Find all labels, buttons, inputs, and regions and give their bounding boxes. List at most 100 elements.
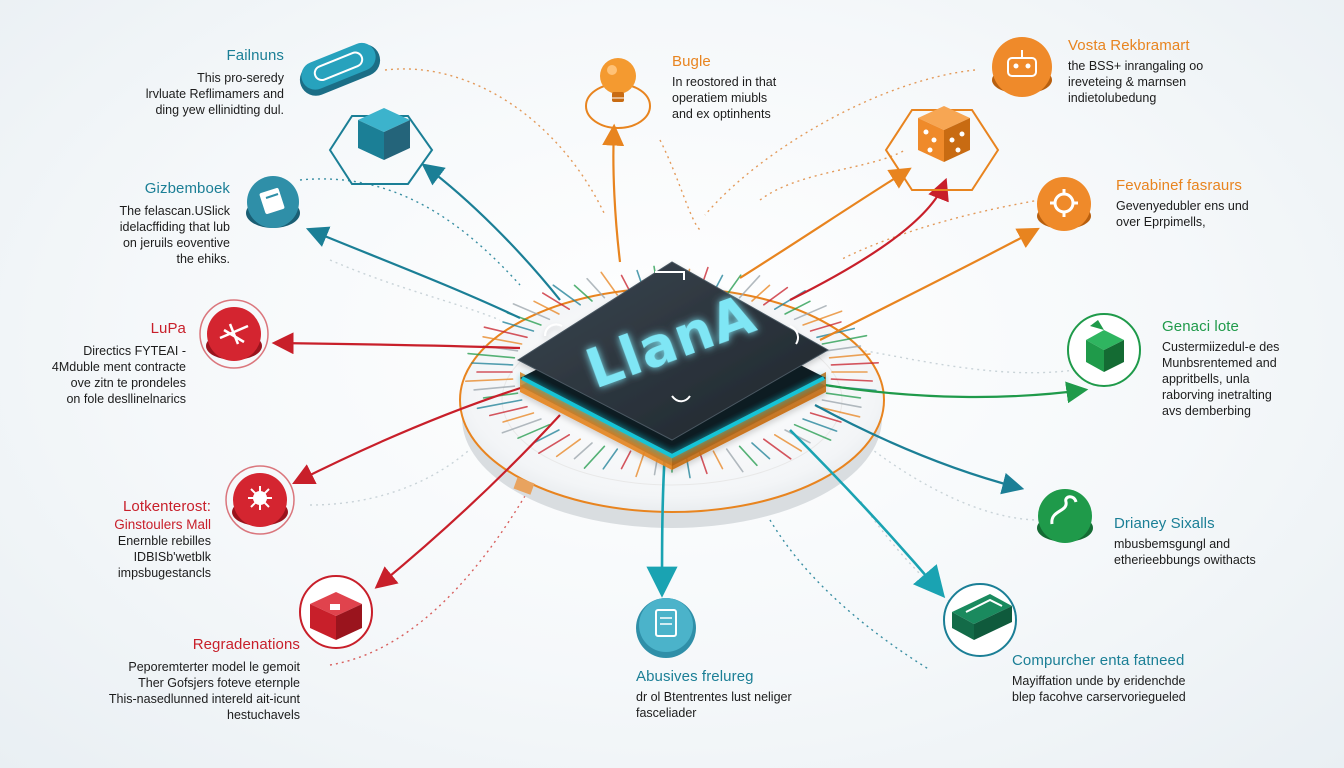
circuit-trace [751,284,771,302]
node-title: Bugle [672,53,711,70]
circuit-trace [586,277,606,299]
node-line: lrvluate Reflimamers and [145,87,284,101]
circuit-trace [552,284,582,306]
circuit-trace [573,442,593,460]
node-title: Lotkenterost: [122,498,211,515]
cube-icon [328,108,434,185]
node-title: LuPa [150,320,186,337]
arrow-to-box [374,414,561,589]
node-title: Gizbemboek [144,180,230,197]
node-line: the ehiks. [176,252,230,266]
llana-chip: LlanA [516,261,830,470]
node-title: Fevabinef fasraurs [1116,177,1243,194]
circuit-trace [467,352,516,359]
node-line: 4Mduble ment contracte [51,360,186,374]
node-line: ding yew ellinidting dul. [155,103,284,117]
node-line: The felascan.USlick [119,204,230,218]
circuit-trace [751,442,771,460]
node-abusives: Abusives frelureg dr ol Btentrentes lust… [636,668,876,721]
circuit-trace [482,335,523,345]
node-title: Genaci lote [1162,318,1239,335]
circuit-trace [473,385,516,391]
circuit-trace [635,451,646,478]
node-fevabinef: Fevabinef fasraurs Gevenyedubler ens und… [1116,177,1326,230]
node-line: Directics FYTEAI - [83,344,186,358]
node-lotkenterost: Lotkenterost: Ginstoulers Mall Enernble … [11,498,211,581]
node-line: Peporemterter model le gemoit [128,660,300,674]
dice-icon [884,106,1000,191]
circuit-trace [725,274,742,296]
node-line: indietolubedung [1068,91,1157,105]
node-line: impsbugestancls [117,566,211,580]
node-title: Failnuns [226,47,284,64]
gear-icon [1037,177,1091,231]
package-icon [1067,313,1141,387]
node-line: Gevenyedubler ens und [1116,199,1249,213]
circuit-trace [483,326,528,339]
circuit-trace [573,284,593,302]
circuit-trace [816,405,861,418]
node-regradenations: Regradenations Peporemterter model le ge… [20,636,300,723]
box-icon [299,575,373,649]
document-icon [636,598,696,658]
node-line: over Eprpimells, [1116,215,1206,229]
circuit-trace [802,418,838,432]
book-icon [246,176,300,228]
circuit-trace [821,334,868,345]
node-line: and ex optinhents [672,107,771,121]
circuit-trace [809,321,842,332]
circuit-trace [620,450,632,470]
node-lupa: LuPa Directics FYTEAI - 4Mduble ment con… [0,320,186,407]
circuit-trace [821,399,862,409]
circuit-trace [533,300,560,315]
connector-arrows [271,123,1089,598]
node-title: Compurcher enta fatneed [1012,652,1185,669]
circuit-trace [583,445,606,469]
node-line: IDBISb'wetblk [133,550,211,564]
node-title: Abusives frelureg [636,668,754,685]
circuit-trace [470,362,514,366]
circuit-trace [762,286,789,306]
circuit-trace [476,399,523,410]
circuit-trace [793,423,832,441]
circuit-trace [830,378,874,382]
node-line: operatiem miubls [672,91,768,105]
arrow-to-toolbox [271,332,521,355]
toolbox-icon [199,299,269,369]
pill-badge-icon [299,42,381,96]
node-line: Munbsrentemed and [1162,356,1277,370]
node-line: This-nasedlunned intereld ait-icunt [108,692,300,706]
circuit-trace [602,448,619,470]
circuit-trace [762,438,792,460]
robot-icon [992,37,1052,97]
node-line: the BSS+ inrangaling oo [1068,59,1204,73]
arrow-to-package [824,381,1089,404]
arrow-to-gear [819,227,1040,341]
node-genaci: Genaci lote Custermiizedul-e des Munbsre… [1162,318,1332,419]
node-line: Enernble rebilles [117,534,211,548]
arrow-to-book [305,226,521,319]
arrow-to-cube [421,163,561,301]
node-line: dr ol Btentrentes lust neliger [636,690,792,704]
node-subtitle: Ginstoulers Mall [114,517,211,532]
node-vosta: Vosta Rekbramart the BSS+ inrangaling oo… [1068,37,1328,106]
circuit-trace [488,405,528,417]
circuit-trace [784,300,811,315]
node-title: Regradenations [192,636,300,653]
circuit-trace [830,361,880,366]
node-line: idelacffiding that lub [119,220,230,234]
node-line: This pro-seredy [197,71,284,85]
arrow-to-snake [814,404,1025,495]
circuit-trace [825,392,862,399]
circuit-trace [793,304,827,321]
circuit-traces [464,265,880,479]
node-bugle: Bugle In reostored in that operatiem miu… [672,53,852,122]
circuit-trace [512,303,551,321]
circuit-trace [712,450,724,470]
node-line: avs demberbing [1162,404,1251,418]
arrow-to-envelope [789,429,946,598]
arrow-to-virus [292,383,531,484]
circuit-trace [555,438,582,458]
circuit-trace [541,292,571,311]
